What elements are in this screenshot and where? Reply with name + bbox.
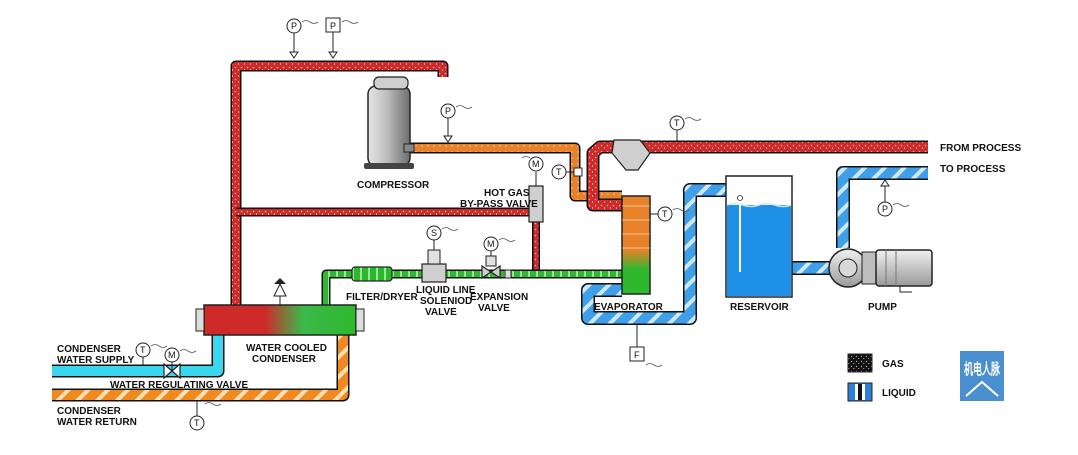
reservoir-label: RESERVOIR	[730, 302, 789, 313]
relief-valve	[273, 278, 287, 305]
water-cooled-condenser	[195, 304, 365, 336]
temperature-sensor-from-process-letter: T	[674, 118, 680, 128]
expansion-label-2: VALVE	[478, 303, 510, 314]
evaporator	[621, 195, 651, 295]
condenser-label-2: CONDENSER	[252, 354, 317, 365]
pressure-switch-top: P	[325, 17, 359, 59]
compressor	[364, 76, 415, 169]
solenoid-label-3: VALVE	[425, 307, 457, 318]
process-water-pipe	[581, 166, 928, 325]
motor-actuator-expansion: M	[483, 236, 516, 252]
temperature-sensor-condenser-supply-letter: T	[140, 345, 146, 355]
motor-actuator-hot-gas: M	[521, 156, 544, 172]
temperature-sensor-condenser-return-letter: T	[194, 418, 200, 428]
temperature-sensor-from-process: T	[669, 115, 702, 141]
solenoid-label-1: LIQUID LINE	[416, 285, 476, 296]
motor-actuator-water-valve-letter: M	[168, 350, 176, 360]
pressure-gauge-compressor: P	[440, 103, 473, 143]
legend: GAS LIQUID	[847, 353, 916, 402]
hot-gas-discharge-pipe	[230, 60, 449, 305]
condenser-return-label-2: WATER RETURN	[57, 417, 137, 428]
condenser-supply-label-1: CONDENSER	[57, 344, 122, 355]
reservoir	[725, 175, 793, 298]
condenser-water-return-pipe	[52, 335, 350, 402]
legend-gas-label: GAS	[882, 359, 904, 370]
water-regulating-valve	[163, 362, 181, 380]
pressure-gauge-to-process-letter: P	[882, 204, 888, 214]
legend-gas-swatch	[847, 353, 873, 373]
pressure-gauge-to-process: P	[877, 179, 910, 217]
pressure-gauge-top: P	[286, 18, 319, 59]
temperature-sensor-evaporator: T	[650, 206, 690, 222]
temperature-sensor-condenser-supply: T	[135, 342, 168, 366]
strainer	[611, 139, 651, 171]
motor-actuator-water-valve: M	[164, 347, 197, 363]
hot-gas-bypass-valve	[528, 172, 544, 223]
legend-liquid-swatch	[847, 382, 873, 402]
motor-actuator-expansion-letter: M	[487, 239, 495, 249]
solenoid-coil-letter: S	[431, 228, 437, 238]
motor-actuator-hot-gas-letter: M	[532, 159, 540, 169]
filter-dryer-label: FILTER/DRYER	[346, 292, 418, 303]
evaporator-label: EVAPORATOR	[594, 302, 664, 313]
expansion-valve	[481, 250, 512, 280]
solenoid-coil: S	[426, 225, 459, 241]
compressor-label: COMPRESSOR	[357, 180, 430, 191]
filter-dryer	[351, 266, 393, 282]
flow-switch-letter: F	[634, 350, 640, 360]
from-process-label: FROM PROCESS	[940, 143, 1021, 154]
to-process-label: TO PROCESS	[940, 164, 1006, 175]
pressure-gauge-top-letter: P	[291, 21, 297, 31]
from-process-pipe	[586, 140, 928, 212]
temperature-sensor-condenser-return: T	[189, 401, 222, 431]
hot-gas-label-2: BY-PASS VALVE	[460, 199, 538, 210]
temperature-sensor-evaporator-letter: T	[662, 209, 668, 219]
condenser-return-label-1: CONDENSER	[57, 406, 122, 417]
solenoid-label-2: SOLENIOD	[420, 296, 472, 307]
expansion-label-1: EXPANSION	[470, 292, 528, 303]
pump	[828, 248, 933, 293]
temperature-sensor-suction-letter: T	[556, 167, 562, 177]
hot-gas-label-1: HOT GAS	[484, 188, 530, 199]
logo: 机电人脉	[960, 351, 1004, 401]
pump-label: PUMP	[868, 302, 897, 313]
pressure-switch-top-letter: P	[330, 21, 336, 31]
temperature-sensor-suction: T	[551, 164, 583, 180]
flow-switch: F	[629, 324, 663, 367]
condenser-supply-label-2: WATER SUPPLY	[57, 355, 135, 366]
pressure-gauge-compressor-letter: P	[445, 106, 451, 116]
condenser-label-1: WATER COOLED	[246, 343, 327, 354]
legend-liquid-label: LIQUID	[882, 388, 916, 399]
liquid-line-solenoid-valve	[421, 240, 447, 283]
condenser-water-supply-pipe	[52, 335, 225, 378]
water-regulating-valve-label: WATER REGULATING VALVE	[110, 380, 248, 391]
liquid-line-pipe	[321, 269, 622, 308]
logo-text: 机电人脉	[964, 360, 1001, 378]
